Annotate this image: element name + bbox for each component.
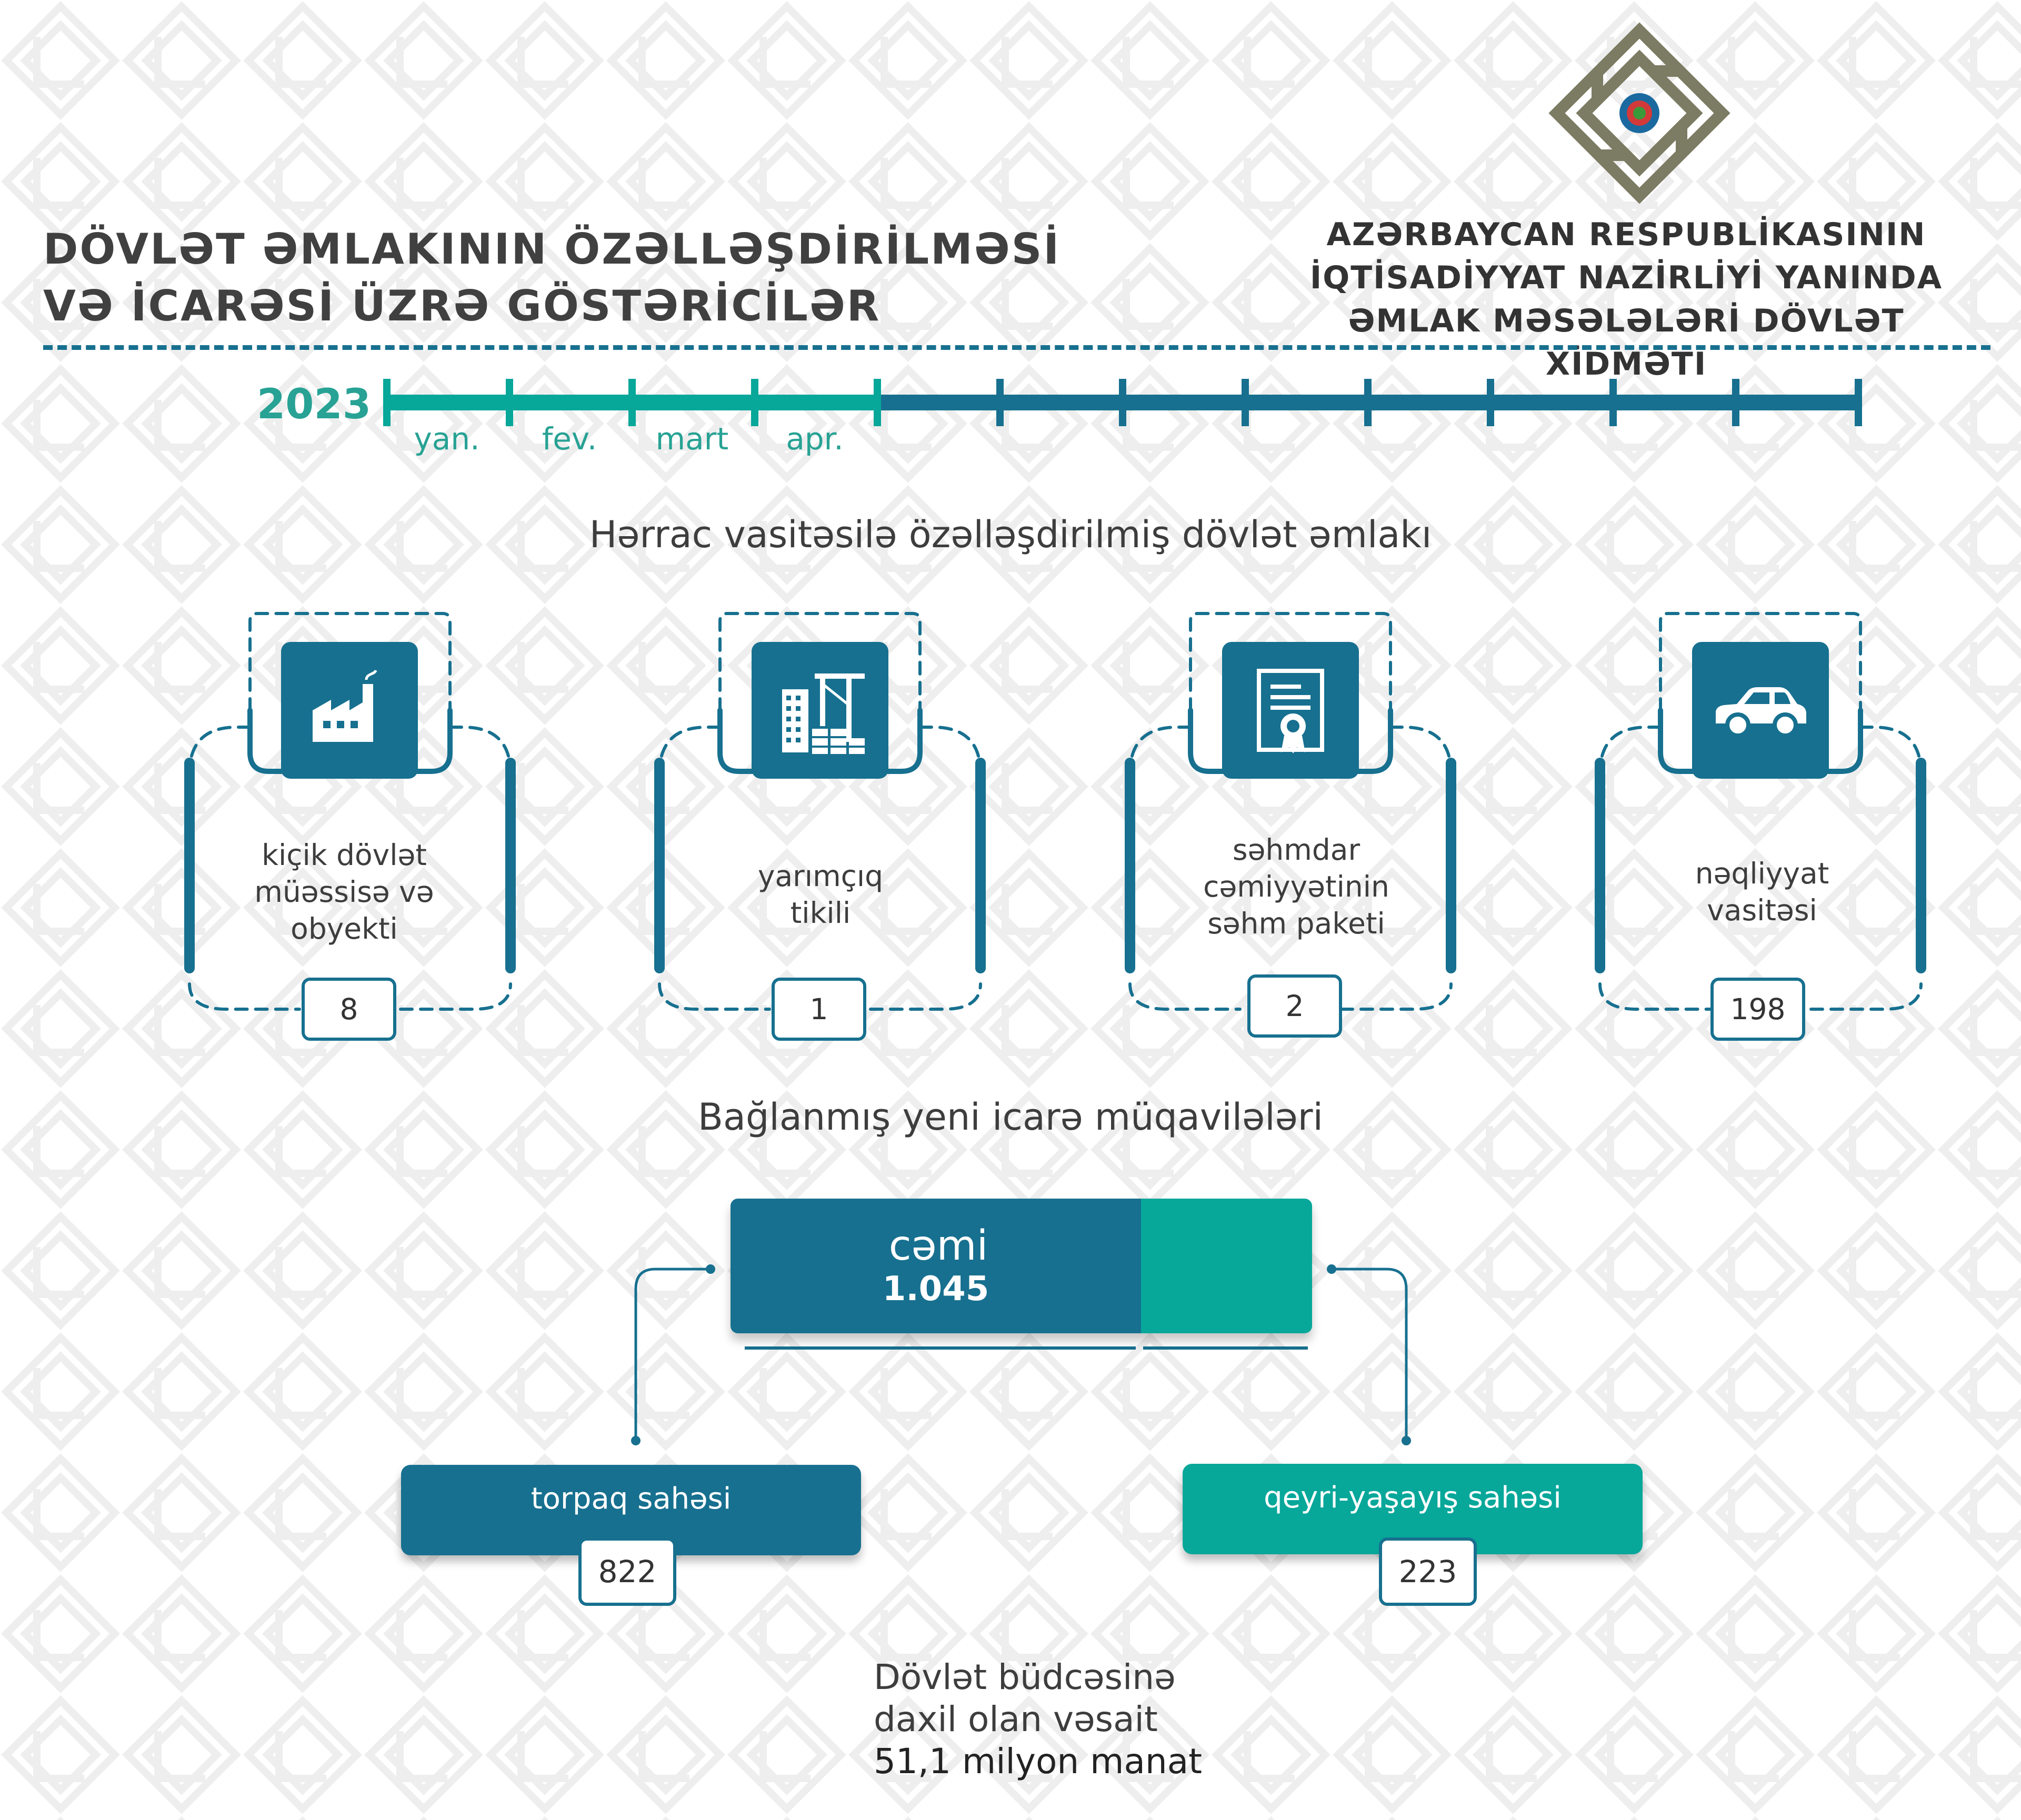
card-icon-box-3: [1222, 642, 1359, 779]
card-label-4: nəqliyyat vasitəsi: [1646, 855, 1878, 929]
page-title-line-2: VƏ İCARƏSİ ÜZRƏ GÖSTƏRİCİLƏR: [43, 281, 881, 330]
organization-name-line-1: AZƏRBAYCAN RESPUBLİKASININ: [1326, 216, 1926, 253]
lease-total-label: cəmi: [888, 1222, 988, 1270]
card-label-2-line-1: yarımçıq: [757, 859, 884, 893]
card-frame-outer: [918, 726, 982, 775]
card-frame-bottom: [1339, 982, 1453, 1011]
card-value-1: 8: [302, 978, 396, 1041]
leases-title: Bağlanmış yeni icarə müqavilələri: [698, 1095, 1323, 1139]
card-icon-box-2: [752, 642, 888, 779]
card-frame-bottom: [1598, 982, 1712, 1011]
card-label-4-line-2: vasitəsi: [1707, 893, 1817, 927]
card-label-1-line-3: obyekti: [291, 912, 398, 946]
card-frame-top: [248, 612, 452, 712]
lease-connectors: [631, 1264, 1411, 1445]
budget-amount: 51,1 milyon manat: [874, 1741, 1203, 1782]
card-value-2: 1: [772, 978, 866, 1041]
card-frame-outer: [658, 726, 722, 775]
card-frame-top: [1189, 612, 1392, 712]
lease-nonresidential-value: 223: [1379, 1537, 1477, 1606]
header-divider: [43, 345, 1990, 350]
card-frame-outer: [448, 726, 512, 775]
lease-total-segment-nonresidential: [1141, 1199, 1312, 1333]
certificate-icon: [1257, 669, 1324, 753]
organization-name-line-3: ƏMLAK MƏSƏLƏLƏRİ DÖVLƏT XİDMƏTİ: [1348, 303, 1905, 383]
card-frame-top: [1659, 612, 1862, 712]
lease-total-box: cəmi 1.045: [731, 1199, 1312, 1333]
car-icon: [1716, 687, 1806, 738]
construction-icon: [782, 673, 865, 754]
timeline-month-4: apr.: [786, 421, 844, 457]
card-label-4-line-1: nəqliyyat: [1695, 857, 1829, 890]
factory-icon: [313, 669, 377, 742]
lease-total-value: 1.045: [882, 1270, 989, 1309]
card-label-3-line-3: səhm paketi: [1207, 907, 1385, 940]
timeline-month-1: yan.: [414, 421, 480, 457]
card-label-1: kiçik dövlət müəssisə və obyekti: [228, 837, 460, 947]
card-frame-outer: [188, 726, 252, 775]
budget-info: Dövlət büdcəsinə daxil olan vəsait 51,1 …: [874, 1656, 1202, 1783]
card-frame-bottom: [188, 982, 301, 1011]
card-frame-top: [718, 612, 922, 712]
card-frame-bottom: [399, 982, 512, 1011]
card-frame-bottom: [1809, 982, 1923, 1011]
card-label-2: yarımçıq tikili: [705, 858, 936, 931]
budget-line-1: Dövlət büdcəsinə: [874, 1657, 1176, 1697]
timeline-month-3: mart: [655, 421, 729, 457]
card-frame-outer: [1598, 726, 1662, 775]
organization-name: AZƏRBAYCAN RESPUBLİKASININ İQTİSADİYYAT …: [1263, 213, 1989, 386]
page-title: DÖVLƏT ƏMLAKININ ÖZƏLLƏŞDİRİLMƏSİ VƏ İCA…: [43, 221, 1060, 335]
timeline-year: 2023: [257, 381, 372, 428]
card-label-3-line-1: səhmdar: [1232, 833, 1360, 867]
card-frame-outer: [1859, 726, 1923, 775]
page-title-line-1: DÖVLƏT ƏMLAKININ ÖZƏLLƏŞDİRİLMƏSİ: [43, 225, 1061, 274]
card-frame-bottom: [1128, 982, 1242, 1011]
card-label-1-line-2: müəssisə və: [254, 875, 434, 909]
card-label-3-line-2: cəmiyyətinin: [1203, 870, 1389, 903]
card-frame-bottom: [869, 982, 982, 1011]
card-label-2-line-2: tikili: [790, 896, 851, 930]
card-value-3: 2: [1247, 974, 1342, 1038]
timeline-bar: [383, 379, 1862, 426]
timeline-month-2: fev.: [542, 421, 597, 457]
card-icon-box-4: [1692, 642, 1829, 779]
lease-land-pill: torpaq sahəsi: [401, 1465, 861, 1555]
card-label-1-line-1: kiçik dövlət: [262, 838, 427, 872]
card-value-4: 198: [1710, 978, 1805, 1041]
privatization-title: Hərrac vasitəsilə özəlləşdirilmiş dövlət…: [589, 513, 1432, 556]
lease-land-value: 822: [578, 1537, 676, 1606]
card-frame-outer: [1128, 726, 1192, 775]
lease-total-segment-land: cəmi 1.045: [731, 1199, 1141, 1333]
card-label-3: səhmdar cəmiyyətinin səhm paketi: [1180, 831, 1412, 942]
budget-line-2: daxil olan vəsait: [874, 1699, 1158, 1739]
organization-name-line-2: İQTİSADİYYAT NAZİRLİYİ YANINDA: [1309, 259, 1943, 296]
lease-land-label: torpaq sahəsi: [531, 1481, 732, 1516]
emblem-logo: [1548, 22, 1730, 204]
lease-nonresidential-label: qeyri-yaşayış sahəsi: [1264, 1480, 1562, 1515]
card-frame-outer: [1389, 726, 1453, 775]
card-icon-box-1: [281, 642, 418, 779]
card-frame-bottom: [658, 982, 771, 1011]
